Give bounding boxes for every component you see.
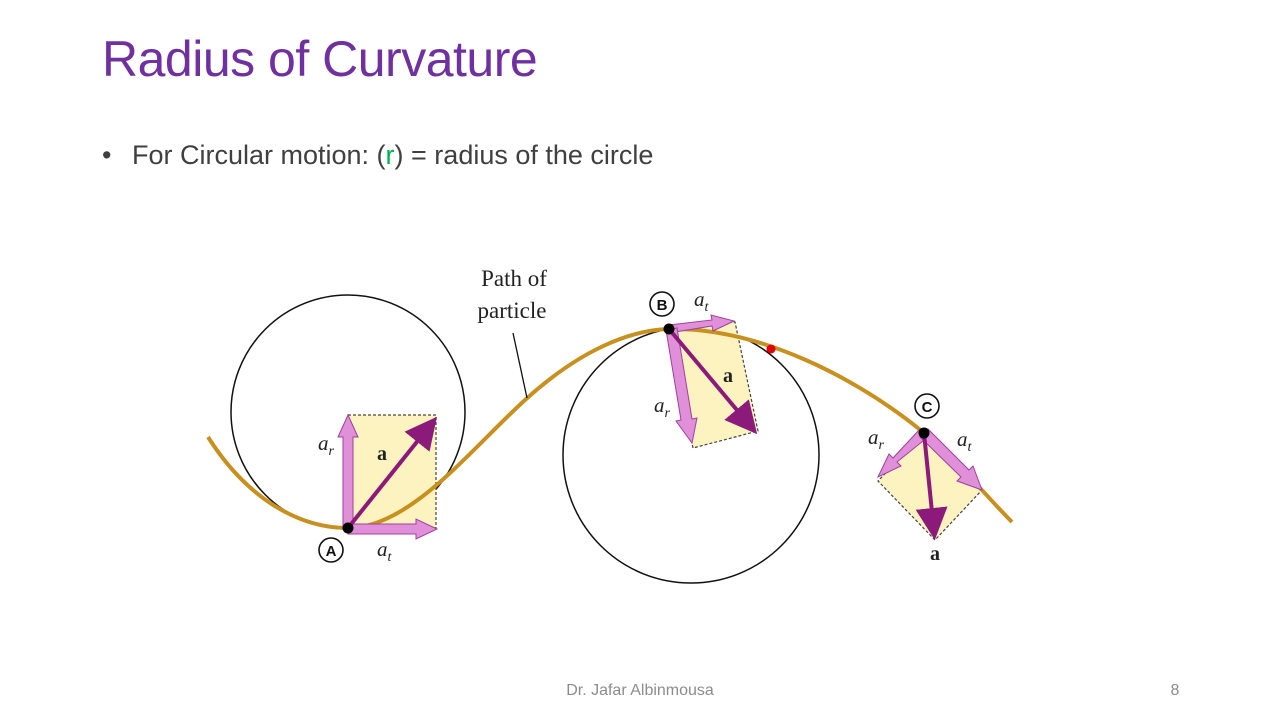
pointer-dot [766,344,776,354]
bullet-marker: • [102,140,112,170]
point-badge-c [914,393,940,419]
path-label-line1: Path of [481,266,547,291]
point-letter-a: A [326,543,337,560]
label-at-b: at [694,287,710,315]
point-letter-c: C [922,399,933,416]
path-label-leader [512,332,528,399]
radius-symbol: r [385,140,395,170]
particle-path [206,326,1014,531]
acceleration-arrow-b [667,327,758,435]
bullet-item: • For Circular motion: (r) = radius of th… [102,140,653,171]
slide-title: Radius of Curvature [102,31,538,87]
acceleration-arrow-a [346,416,437,530]
page-number: 8 [1170,682,1180,699]
footer-author: Dr. Jafar Albinmousa [566,682,714,699]
path-label-line2: particle [478,298,547,323]
ar-arrow-a [337,413,359,529]
label-a-vector-c: a [930,543,940,565]
label-at-a: at [377,537,393,565]
label-ar-c: ar [868,425,885,453]
point-letter-b: B [657,297,668,314]
particle-dot-a [342,522,354,534]
particle-dot-c [918,427,930,439]
at-arrow-a [347,518,439,540]
particle-dot-b [663,323,675,335]
acceleration-arrow-c [915,432,948,540]
label-a-vector-b: a [723,365,733,387]
bullet-text-prefix: For Circular motion: ( [132,140,386,170]
point-badge-b [649,291,675,317]
label-a-vector-a: a [377,443,387,465]
label-ar-b: ar [654,393,671,421]
bullet-text-suffix: ) = radius of the circle [394,140,654,170]
label-at-c: at [957,427,973,455]
point-badge-a [318,537,344,563]
label-ar-a: ar [318,431,335,459]
at-arrow-c [919,428,983,491]
